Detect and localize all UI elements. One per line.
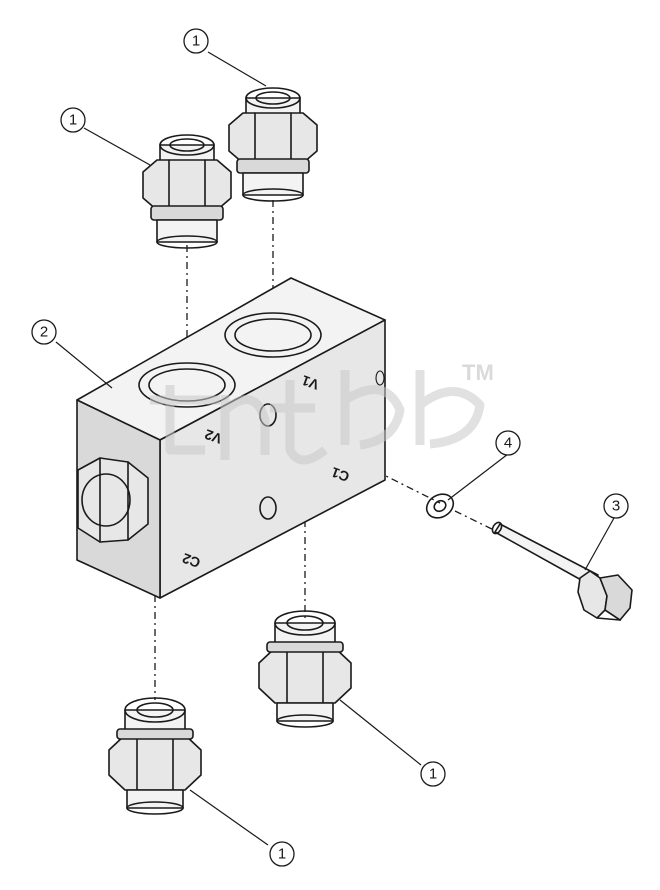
callout-fitting-bottom-right: 1 [420,761,446,787]
svg-text:3: 3 [612,498,620,515]
watermark-logo: TM [150,360,494,465]
fitting-top-left [142,134,232,249]
port-label-v2: V2 [202,426,224,447]
fitting-bottom-left [108,697,202,815]
svg-text:1: 1 [69,112,77,129]
callout-washer: 4 [495,430,521,456]
port-v1-opening [224,312,322,358]
svg-text:1: 1 [429,766,437,783]
svg-text:1: 1 [278,846,286,863]
bolt [491,521,633,621]
callout-bolt: 3 [603,493,629,519]
port-label-v1: V1 [299,372,321,393]
bolt-hole-lower [259,496,277,520]
watermark-trademark: TM [462,360,494,385]
svg-text:4: 4 [504,435,512,452]
fitting-top-right [228,87,318,202]
svg-text:2: 2 [40,324,48,341]
callout-valve-block: 2 [31,319,57,345]
port-label-c1: C1 [329,464,351,485]
fitting-bottom-right [258,610,352,728]
callout-fitting-top-right: 1 [183,28,209,54]
svg-text:1: 1 [192,33,200,50]
port-label-c2: C2 [180,550,202,571]
callout-fitting-top-left: 1 [60,107,86,133]
leader-lines [55,51,615,846]
port-plug [77,457,149,543]
valve-block: V1 V2 C1 C2 [76,277,386,599]
callout-fitting-bottom-left: 1 [269,841,295,867]
washer [425,493,455,519]
